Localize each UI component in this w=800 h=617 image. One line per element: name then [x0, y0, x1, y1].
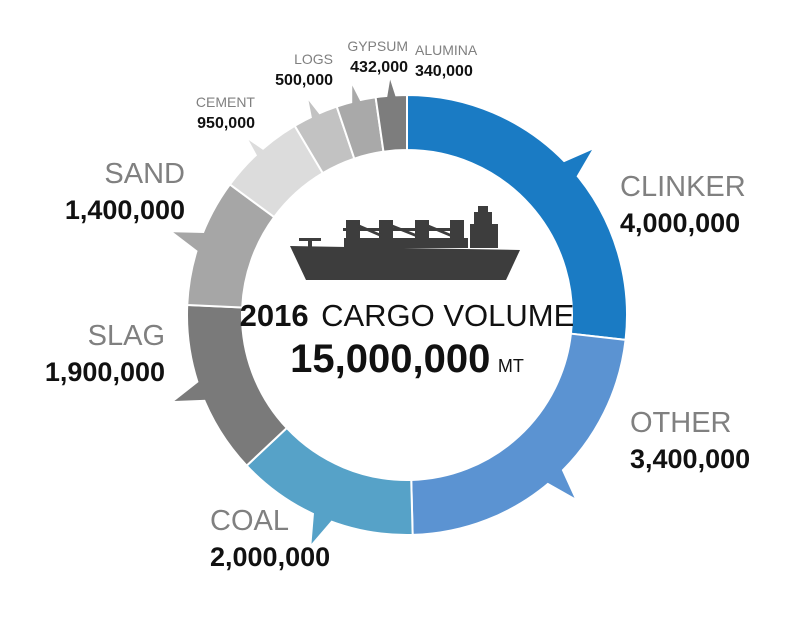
slice-alumina — [374, 93, 408, 153]
label-value-slag: 1,900,000 — [45, 357, 165, 387]
label-value-gypsum: 432,000 — [350, 59, 408, 76]
cargo-ship-icon — [290, 206, 520, 280]
pointer-sand — [173, 232, 205, 252]
label-pointers — [173, 79, 593, 544]
label-name-other: OTHER — [630, 407, 732, 439]
label-name-sand: SAND — [104, 158, 185, 190]
pointer-cement — [248, 140, 264, 157]
center-title: CARGO VOLUME — [321, 298, 574, 333]
pointer-other — [546, 468, 575, 498]
label-value-other: 3,400,000 — [630, 444, 750, 474]
pointer-gypsum — [352, 85, 361, 105]
pointer-slag — [174, 381, 207, 402]
pointer-coal — [311, 512, 333, 544]
label-name-cement: CEMENT — [196, 94, 256, 110]
label-value-coal: 2,000,000 — [210, 542, 330, 572]
label-value-cement: 950,000 — [197, 115, 255, 132]
label-name-clinker: CLINKER — [620, 171, 746, 203]
label-value-logs: 500,000 — [275, 72, 333, 89]
center-total: 15,000,000 — [290, 337, 490, 381]
pointer-alumina — [387, 79, 396, 98]
label-name-gypsum: GYPSUM — [347, 38, 408, 54]
center-unit: MT — [498, 356, 524, 376]
label-name-alumina: ALUMINA — [415, 42, 478, 58]
pointer-logs — [308, 100, 321, 119]
pointer-clinker — [562, 149, 593, 178]
center-title-line: 2016 CARGO VOLUME — [240, 298, 575, 333]
label-value-sand: 1,400,000 — [65, 195, 185, 225]
label-value-clinker: 4,000,000 — [620, 208, 740, 238]
label-value-alumina: 340,000 — [415, 63, 473, 80]
label-name-slag: SLAG — [88, 320, 165, 352]
center-year: 2016 — [240, 298, 309, 333]
center-total-line: 15,000,000 MT — [290, 337, 524, 381]
donut-slices — [186, 93, 628, 536]
label-name-coal: COAL — [210, 505, 289, 537]
label-name-logs: LOGS — [294, 51, 333, 67]
